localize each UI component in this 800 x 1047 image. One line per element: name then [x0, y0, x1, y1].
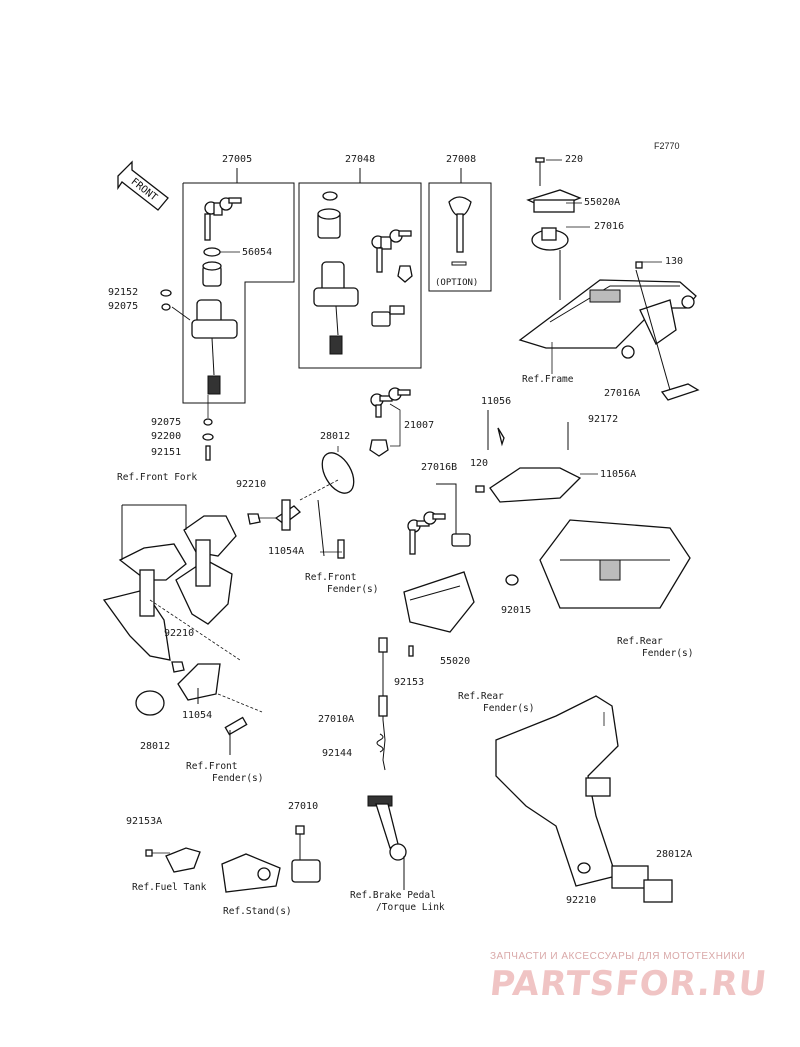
part-label: 92210	[566, 895, 597, 906]
part-label: 27016B	[421, 462, 458, 473]
ref-label: Ref.Front Fork	[117, 472, 198, 483]
ref-label: Ref.Front	[186, 761, 238, 772]
key-icon	[370, 387, 411, 418]
part-label: 92152	[108, 287, 139, 298]
bracket-55020A	[526, 189, 582, 213]
bolt-220	[535, 157, 545, 186]
option-label: (OPTION)	[435, 278, 479, 288]
ref-label: Ref.Frame	[522, 374, 574, 385]
part-label: 92153A	[126, 816, 163, 827]
part-label: 92210	[236, 479, 267, 490]
ref-label: Ref.Rear	[617, 636, 663, 647]
part-label: 92151	[151, 447, 182, 458]
washer-56054	[203, 247, 221, 257]
part-label: 92172	[588, 414, 619, 425]
box-27008-outline	[428, 182, 492, 292]
lock-cylinder	[202, 261, 222, 287]
part-label: 27010A	[318, 714, 355, 725]
part-label: 92210	[164, 628, 195, 639]
seat-lock	[371, 305, 405, 327]
part-label: 28012	[320, 431, 351, 442]
rear-fender-upper	[539, 519, 691, 609]
key-icon	[371, 229, 412, 273]
part-label: 11056	[481, 396, 512, 407]
front-arrow-icon: FRONT	[117, 160, 169, 211]
part-label: 11054A	[268, 546, 305, 557]
part-label: 27016A	[604, 388, 641, 399]
part-label: 11056A	[600, 469, 637, 480]
cap-28012	[135, 690, 165, 716]
ignition-switch	[313, 261, 359, 355]
ref-label: Fender(s)	[212, 773, 264, 784]
ref-label: Fender(s)	[483, 703, 535, 714]
part-label: 130	[665, 256, 684, 267]
ref-label: Fender(s)	[327, 584, 379, 595]
ref-label: Ref.Fuel Tank	[132, 882, 207, 893]
ref-label: Ref.Stand(s)	[223, 906, 292, 917]
bracket-11054	[177, 663, 221, 701]
part-label: 55020A	[584, 197, 621, 208]
watermark-logo: PARTSFOR.RU	[487, 964, 770, 1004]
part-label: 92075	[108, 301, 139, 312]
part-label: 28012	[140, 741, 171, 752]
ref-label: Fender(s)	[642, 648, 694, 659]
part-label: 28012A	[656, 849, 693, 860]
ref-label: Ref.Rear	[458, 691, 504, 702]
cover-55020	[403, 571, 475, 633]
key-icon	[407, 511, 446, 555]
part-label: 220	[565, 154, 584, 165]
key-blank-icon	[448, 196, 472, 253]
part-label: 92144	[322, 748, 353, 759]
ref-label: Ref.Front	[305, 572, 357, 583]
part-label: 27016	[594, 221, 625, 232]
part-label: 92200	[151, 431, 182, 442]
ignition-switch	[191, 299, 238, 395]
ref-label: Ref.Brake Pedal	[350, 890, 436, 901]
frame	[518, 279, 697, 359]
part-label: 27010	[288, 801, 319, 812]
figure-code: F2770	[654, 141, 680, 151]
part-label: 27048	[345, 154, 376, 165]
part-label: 27008	[446, 154, 477, 165]
front-fork	[102, 515, 237, 661]
part-label: 120	[470, 458, 489, 469]
part-label: 56054	[242, 247, 273, 258]
brake-pedal	[367, 795, 407, 861]
bracket-27016	[531, 227, 569, 251]
part-label: 11054	[182, 710, 213, 721]
bracket-11056A	[489, 467, 582, 503]
side-stand-switch	[291, 825, 321, 883]
part-label: 92153	[394, 677, 425, 688]
box-27005-outline	[182, 182, 295, 404]
ref-label: /Torque Link	[376, 902, 445, 913]
part-label: 55020	[440, 656, 471, 667]
key-icon	[204, 197, 242, 241]
rear-fender-lower	[495, 695, 649, 889]
watermark-caption: ЗАПЧАСТИ И АКСЕССУАРЫ ДЛЯ МОТОТЕХНИКИ	[490, 951, 746, 962]
part-label: 92075	[151, 417, 182, 428]
part-label: 21007	[404, 420, 435, 431]
part-label: 27005	[222, 154, 253, 165]
cap-28012	[321, 452, 355, 494]
side-stand	[221, 853, 281, 893]
lock-cylinder	[317, 208, 341, 239]
part-label: 92015	[501, 605, 532, 616]
